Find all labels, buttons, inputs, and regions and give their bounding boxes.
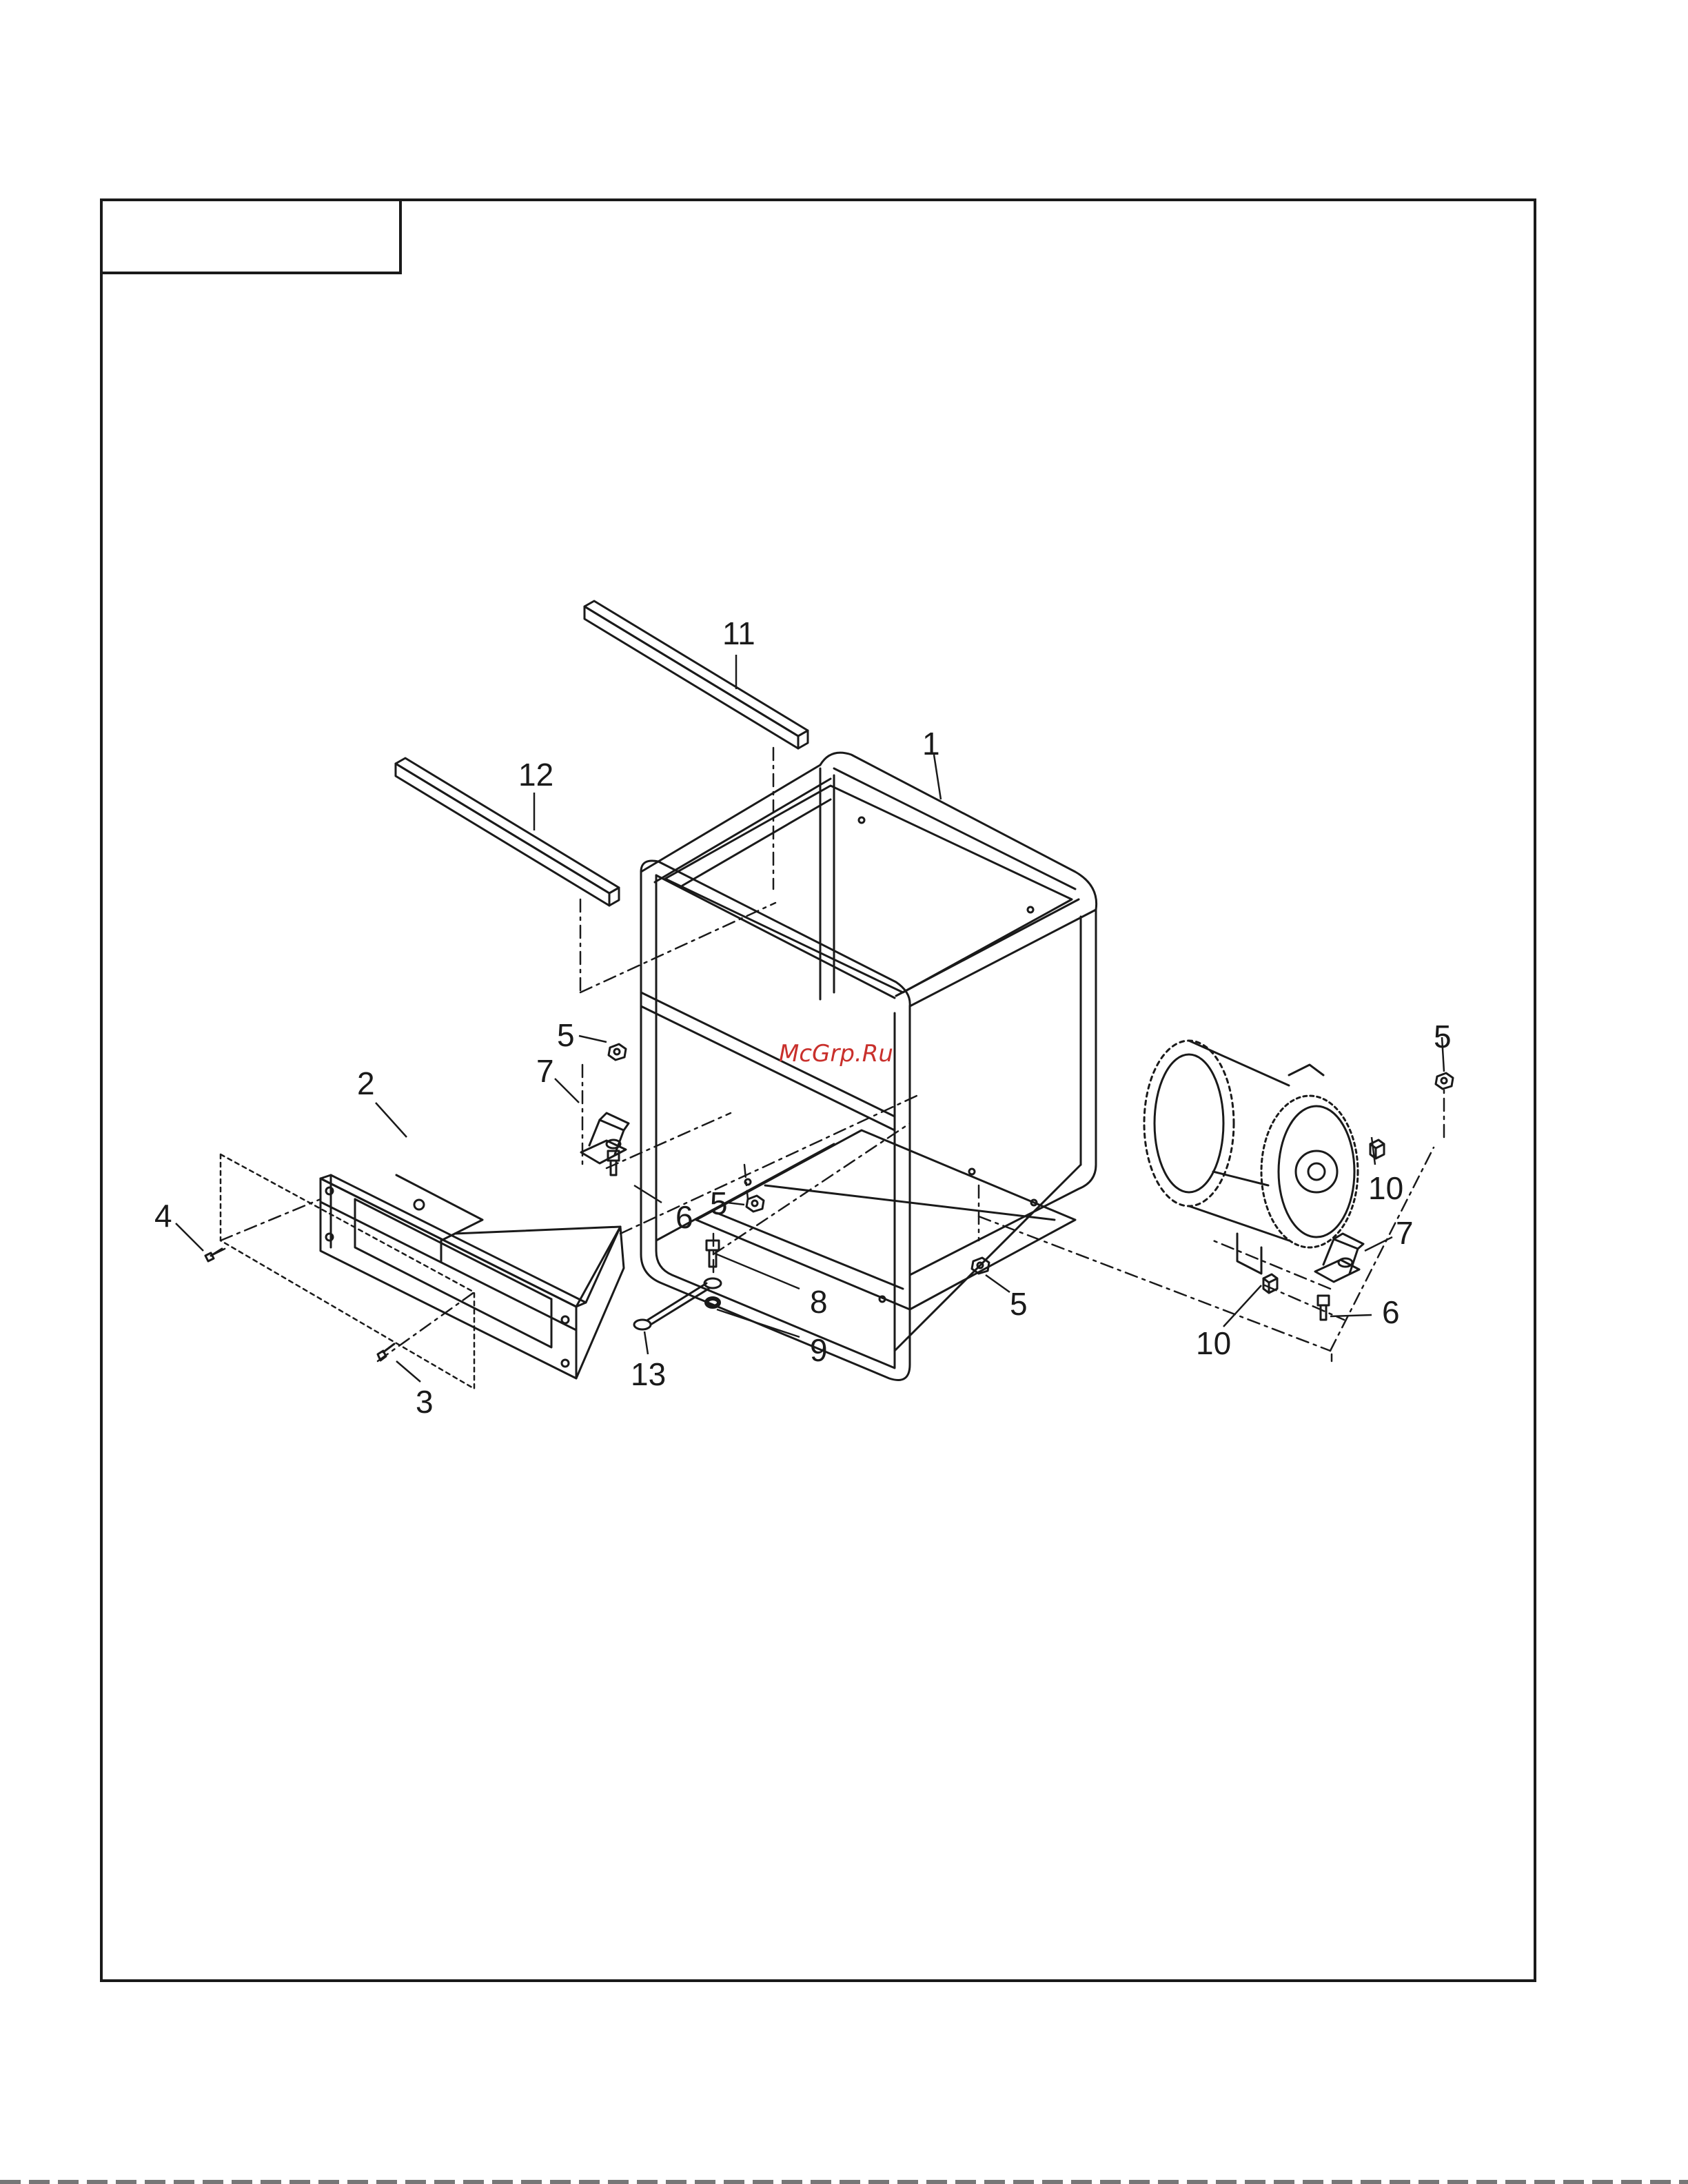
label-8: 8 [810, 1284, 828, 1320]
label-7b: 7 [1396, 1215, 1414, 1251]
label-9: 9 [810, 1332, 828, 1368]
nut-part-5d [1436, 1073, 1453, 1089]
label-3: 3 [416, 1384, 434, 1420]
nut-part-5a [609, 1044, 626, 1060]
box-guides [214, 1065, 1444, 1361]
screw-part-3 [378, 1344, 394, 1360]
washer-part-9 [706, 1298, 719, 1307]
label-5b: 5 [710, 1185, 728, 1221]
mount-part-7a [581, 1113, 629, 1163]
label-6a: 6 [675, 1199, 693, 1235]
alternator-assembly [1144, 1041, 1358, 1274]
label-2: 2 [357, 1065, 375, 1101]
label-5d: 5 [1434, 1019, 1452, 1054]
bolt-part-6b [1318, 1296, 1329, 1320]
strip-guides [580, 748, 775, 992]
watermark: McGrp.Ru [779, 1040, 893, 1068]
label-12: 12 [518, 757, 553, 793]
label-5c: 5 [1010, 1286, 1028, 1322]
nut-part-5b [746, 1196, 764, 1212]
label-13: 13 [631, 1356, 666, 1392]
label-6b: 6 [1382, 1294, 1400, 1330]
scan-edge [0, 2180, 1688, 2184]
screw-part-4 [205, 1249, 222, 1261]
box-part-2 [321, 1175, 624, 1378]
label-10b: 10 [1196, 1325, 1231, 1361]
label-10a: 10 [1368, 1170, 1403, 1206]
label-11: 11 [722, 615, 755, 651]
label-4: 4 [154, 1198, 172, 1234]
label-1: 1 [922, 726, 940, 762]
label-5a: 5 [557, 1017, 575, 1053]
block-part-10b [1263, 1274, 1277, 1293]
mount-part-7b [1315, 1234, 1363, 1282]
strip-part-11 [584, 601, 808, 748]
strip-part-12 [396, 758, 619, 906]
panel-outline [221, 1154, 474, 1389]
callout-labels: 1 2 3 4 5 5 5 5 6 6 7 7 8 9 10 10 11 12 … [154, 615, 1452, 1420]
label-7a: 7 [536, 1053, 554, 1089]
